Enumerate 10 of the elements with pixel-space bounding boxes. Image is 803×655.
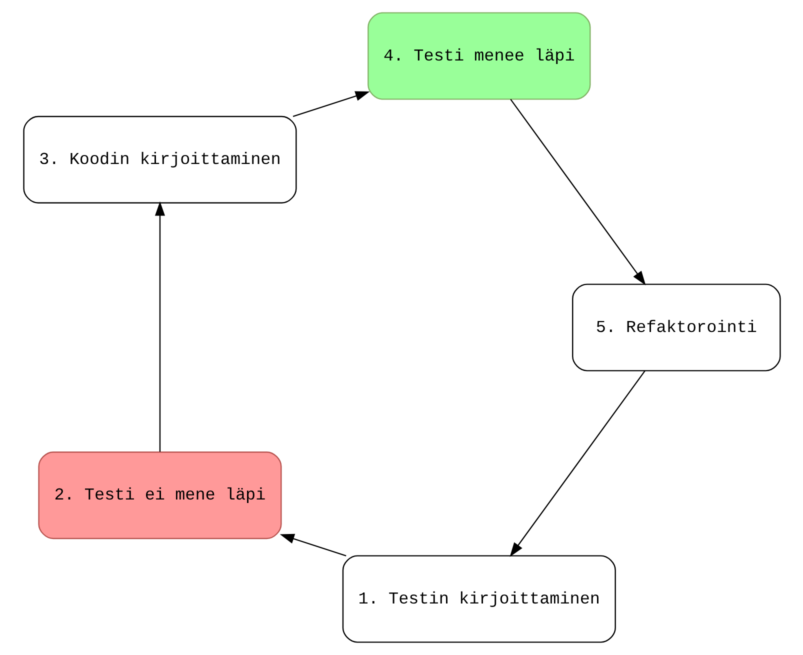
arrow — [510, 98, 646, 286]
node-box: 5. Refaktorointi — [572, 284, 780, 372]
node-box: 4. Testi menee läpi — [367, 12, 590, 100]
arrow — [292, 91, 370, 118]
node-box: 1. Testin kirjoittaminen — [342, 555, 616, 643]
node-box: 3. Koodin kirjoittaminen — [22, 116, 296, 204]
arrow — [279, 534, 346, 556]
node-box: 2. Testi ei mene läpi — [38, 452, 282, 540]
arrow — [509, 370, 645, 557]
arrow — [154, 201, 165, 452]
